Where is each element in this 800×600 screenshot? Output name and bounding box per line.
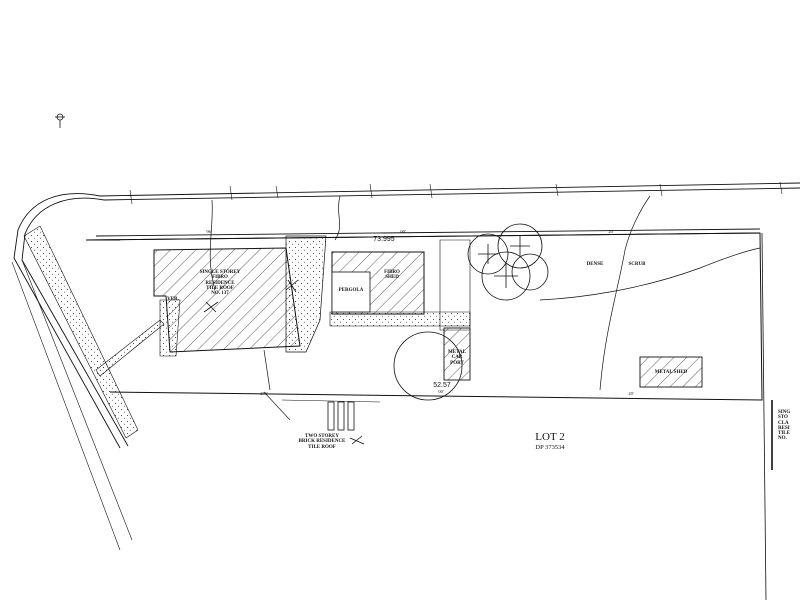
frontage-dimension: 73.995 (373, 236, 395, 243)
lot-boundary (85, 232, 773, 600)
neighbour-east-label: SING STO CLA RESI TILE NO. (778, 410, 791, 442)
bearing-rear: 00' (438, 389, 444, 394)
fibro-shed-label: FIBRO SHED (384, 270, 400, 281)
scrub-label: SCRUB (628, 262, 646, 267)
pergola-label: PERGOLA (338, 288, 364, 293)
residence-label: SINGLE STOREY FIBRO RESIDENCE TILE ROOF … (199, 270, 241, 296)
verandah-label: VER. (167, 297, 179, 302)
road-boundary (85, 182, 800, 241)
survey-ticks (129, 181, 783, 205)
bearing-front: 00' (400, 229, 406, 234)
metal-shed-label: METAL SHED (654, 370, 688, 375)
west-driveway (23, 225, 139, 439)
dense-label: DENSE (586, 262, 604, 267)
carport-label: METAL CAR PORT (448, 350, 466, 366)
west-boundary (11, 193, 133, 551)
deposited-plan-number: DP 373534 (535, 444, 565, 451)
residence-building (153, 247, 301, 353)
bearing-east: 20' (608, 229, 614, 234)
path-strip (95, 319, 165, 377)
side-dimension-2: 276' (260, 391, 268, 396)
fence-markers (203, 279, 365, 445)
side-dimension-1: 96' (206, 229, 212, 234)
metal-carport-structure (443, 327, 471, 381)
side-dimension-3: 20' (628, 391, 634, 396)
pergola-structure (331, 271, 371, 313)
north-arrow-icon (55, 113, 65, 128)
rear-dimension: 52.57 (433, 382, 451, 389)
neighbour-south-label: TWO STOREY BRICK RESIDENCE TILE ROOF (298, 434, 346, 450)
lot-name: LOT 2 (535, 431, 565, 443)
tree-canopy (393, 223, 549, 401)
metal-shed-building (639, 356, 703, 388)
